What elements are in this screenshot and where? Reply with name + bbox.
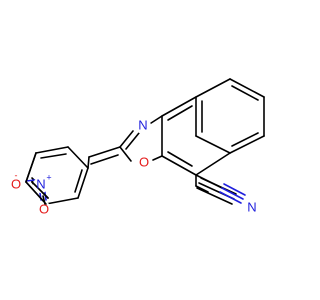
nitro-oxygen-1-charge: - (15, 170, 18, 180)
bond (42, 195, 46, 205)
bond (195, 185, 209, 193)
bonds (25, 78, 265, 211)
bond (152, 155, 163, 161)
bond (67, 146, 89, 169)
bond (88, 146, 121, 158)
bond (161, 155, 197, 176)
oxazole-nitrogen-label: N (138, 117, 147, 132)
bond-double (167, 151, 193, 167)
bond-double (74, 169, 83, 193)
bond-triple (196, 187, 233, 205)
bond (87, 156, 90, 169)
structure-canvas: N O N N + O - O (8, 78, 265, 218)
nitro-oxygen-2-label: O (39, 201, 49, 216)
bond-double (90, 154, 119, 165)
bond (25, 152, 37, 183)
bond (25, 181, 47, 205)
bond (195, 78, 231, 98)
bond (229, 78, 265, 98)
bond (119, 130, 134, 148)
bond (219, 191, 242, 204)
nitrile-nitrogen-label: N (247, 199, 256, 214)
bond (119, 146, 132, 162)
bond (31, 181, 49, 199)
bond (45, 197, 79, 205)
bond-double (231, 132, 259, 147)
bond (25, 179, 36, 182)
bond (195, 174, 223, 189)
bond (195, 135, 231, 154)
bond-double (40, 153, 67, 159)
bond-double (167, 105, 193, 121)
bond (35, 146, 69, 154)
cleanup-bonds (25, 152, 246, 205)
nitro-oxygen-1-label: O (11, 176, 21, 191)
nitro-nitrogen-charge: + (46, 172, 51, 182)
molecule-diagram: N O N N + O - O (8, 78, 265, 218)
bond (229, 135, 265, 154)
bond (221, 187, 244, 200)
bond-double (125, 132, 140, 150)
bond (77, 167, 89, 199)
bond (161, 96, 197, 117)
bond (223, 183, 246, 196)
nitro-nitrogen-label: N (36, 176, 45, 191)
bond (195, 152, 231, 176)
bond-double (231, 85, 259, 101)
oxazole-oxygen-label: O (139, 154, 149, 169)
label-knockouts (8, 118, 260, 218)
